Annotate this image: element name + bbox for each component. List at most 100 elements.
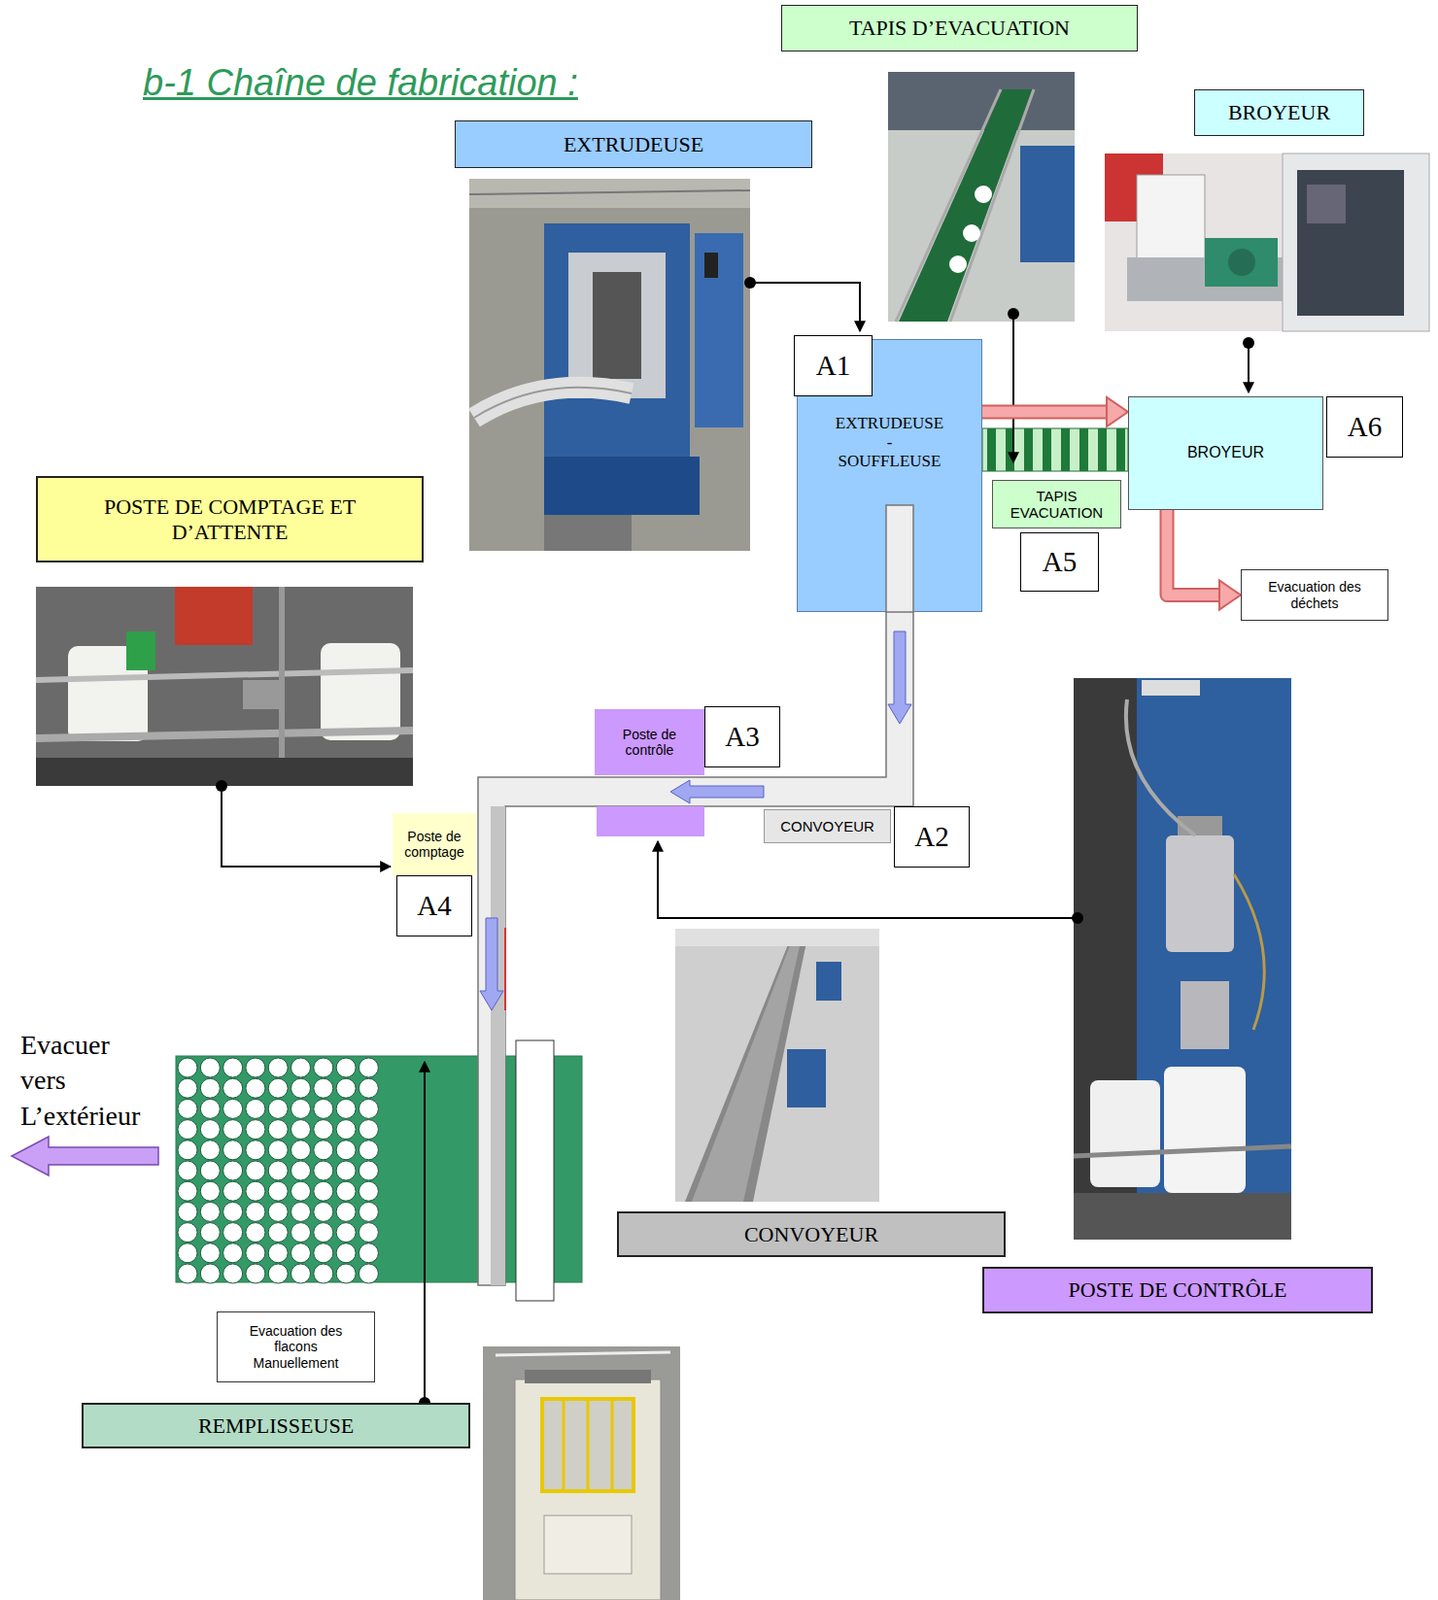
label-box: TAPIS EVACUATION: [992, 479, 1122, 529]
inspection-photo: [1233, 874, 1265, 1030]
belt-photo: [895, 89, 1001, 322]
extruder-photo: [469, 178, 751, 551]
bottle: [313, 1058, 334, 1078]
bottle: [358, 1243, 378, 1264]
bottle: [177, 1098, 198, 1119]
note-box: Evacuation des flacons Manuellement: [216, 1311, 376, 1383]
guide-rail: [515, 1040, 554, 1302]
bottle: [313, 1120, 334, 1140]
bottle: [268, 1098, 288, 1119]
belt-photo: [950, 89, 1034, 322]
filler-photo: [544, 1515, 632, 1575]
bottle: [200, 1140, 220, 1161]
counting-photo: [35, 730, 413, 739]
node-text: BROYEUR: [1228, 100, 1331, 125]
belt-photo: [898, 89, 1032, 322]
node-text: BROYEUR: [1187, 444, 1265, 462]
grinder-photo: [1297, 170, 1404, 316]
bottle: [200, 1201, 220, 1222]
bottle: [268, 1120, 288, 1140]
conveyor-photo: [816, 961, 842, 1001]
extruder-photo: [704, 252, 719, 278]
filler-photo: [586, 1399, 590, 1492]
node-text: POSTE DE CONTRÔLE: [1068, 1277, 1288, 1302]
conveyor-path: [490, 806, 506, 1286]
extruder-photo: [544, 456, 700, 515]
label-box: CONVOYEUR: [616, 1211, 1006, 1258]
belt-photo: [888, 71, 1075, 131]
callout-number: A1: [793, 335, 873, 397]
arrow-shaft: [1166, 510, 1224, 596]
inspection-photo: [1180, 981, 1230, 1050]
bottle: [177, 1161, 198, 1181]
leader-dots: [1242, 337, 1255, 349]
leader-lines: [657, 841, 1078, 919]
conveyor-path: [479, 918, 504, 1011]
bottle: [177, 1181, 198, 1201]
counting-photo: [35, 586, 413, 787]
conveyor-path: [888, 631, 912, 724]
extruder-photo: [544, 514, 632, 551]
arrow-shaft: [1166, 510, 1224, 596]
bottle: [313, 1161, 334, 1181]
leader-lines: [1247, 342, 1250, 393]
label-box: BROYEUR: [1194, 89, 1365, 137]
bottle: [291, 1140, 311, 1161]
extruder-photo: [469, 178, 751, 208]
bottle: [358, 1181, 378, 1201]
leader-lines: [423, 1061, 426, 1404]
flow-arrow: [982, 397, 1129, 427]
extruder-photo: [568, 252, 666, 399]
arrow-head: [1106, 397, 1129, 427]
inspection-photo: [1126, 699, 1196, 836]
bottle: [336, 1098, 356, 1119]
node-text: EXTRUDEUSE: [563, 132, 704, 157]
extruder-photo: [474, 387, 632, 418]
bottle: [200, 1058, 220, 1078]
filler-photo: [495, 1352, 671, 1356]
grinder-photo: [1204, 238, 1278, 287]
bottle: [223, 1201, 243, 1222]
bottle: [223, 1161, 243, 1181]
bottle: [313, 1201, 334, 1222]
leader-dots: [215, 780, 228, 792]
leader-lines: [221, 786, 391, 867]
bottle: [313, 1181, 334, 1201]
bottle: [336, 1243, 356, 1264]
bottle: [200, 1098, 220, 1119]
leader-dots: [215, 276, 1255, 1409]
node-text: EXTRUDEUSE - SOUFFLEUSE: [835, 413, 944, 472]
bottle: [223, 1264, 243, 1284]
bottle: [336, 1161, 356, 1181]
bottle: [223, 1223, 243, 1243]
counting-photo: [242, 680, 282, 710]
bottle: [223, 1120, 243, 1140]
inspection-photo: [1141, 680, 1200, 696]
bottle: [200, 1223, 220, 1243]
belt-band: [982, 428, 1129, 472]
bottle: [313, 1243, 334, 1264]
bottle: [200, 1078, 220, 1098]
counting-photo: [35, 586, 413, 787]
bottle: [268, 1223, 288, 1243]
node-text: A6: [1347, 410, 1382, 444]
node-text: A2: [914, 821, 949, 854]
bottle: [291, 1078, 311, 1098]
filler-photo: [611, 1399, 615, 1492]
belt-photo: [949, 255, 967, 274]
filler-photo: [542, 1399, 634, 1492]
conveyor-photo: [675, 928, 880, 947]
conveyor-start: [886, 505, 914, 613]
arrow-shaft: [982, 407, 1111, 418]
belt-band: [1061, 428, 1070, 472]
conveyor-path: [670, 780, 764, 804]
bottle: [358, 1098, 378, 1119]
belt-band: [982, 428, 1129, 472]
bottle: [313, 1264, 334, 1284]
bottle: [336, 1058, 356, 1078]
belt-band: [1097, 428, 1107, 472]
bottle: [268, 1161, 288, 1181]
